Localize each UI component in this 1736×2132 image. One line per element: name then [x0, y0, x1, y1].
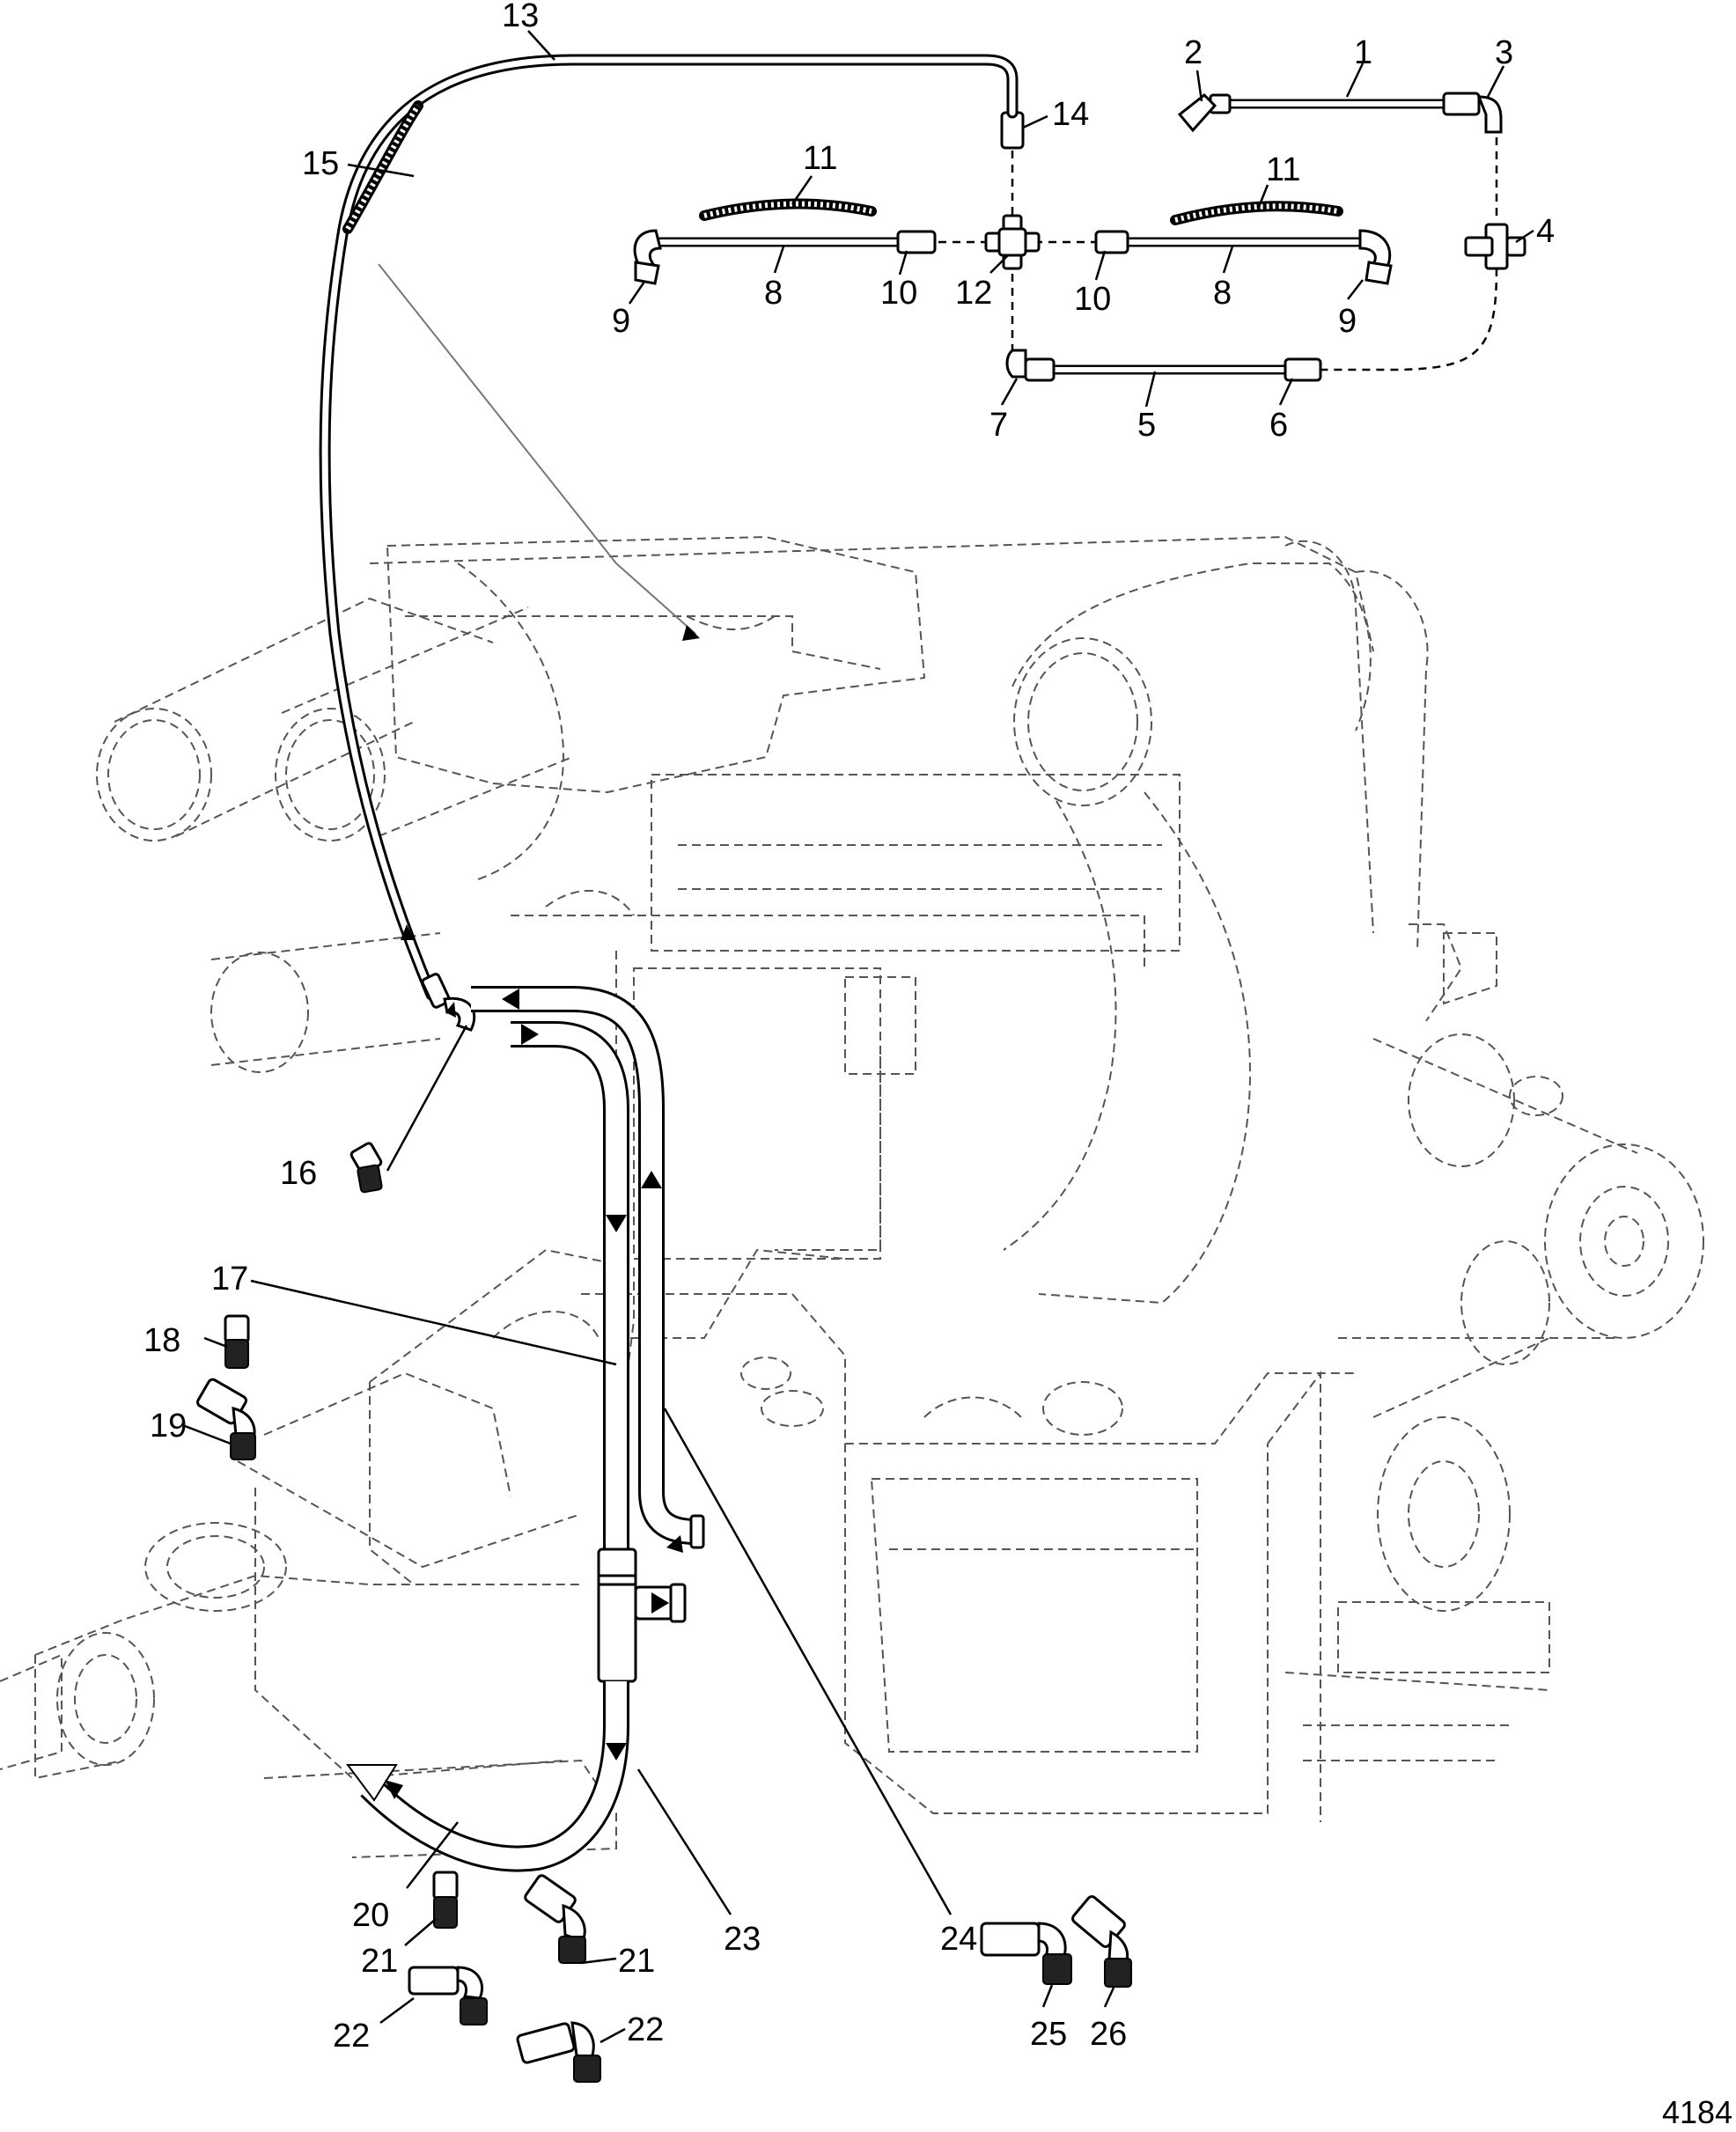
part-25-fitting [980, 1922, 1072, 1985]
part-10-fitting-right [1094, 230, 1129, 254]
pulleys [1284, 923, 1704, 1761]
callout-9-left: 9 [612, 303, 630, 340]
part-18-fitting [224, 1314, 250, 1369]
loose-fittings [196, 1142, 1132, 2083]
callout-17: 17 [211, 1261, 248, 1298]
part-9-elbow-left [634, 261, 660, 285]
callout-1: 1 [1354, 34, 1372, 71]
callout-5: 5 [1137, 407, 1156, 444]
part-8-tube-right [1094, 229, 1393, 285]
part-26-fitting [1071, 1895, 1132, 1988]
callout-22-right: 22 [627, 2011, 664, 2048]
callout-7: 7 [989, 407, 1008, 444]
callout-4: 4 [1536, 213, 1555, 250]
callout-26: 26 [1090, 2016, 1127, 2053]
callout-10-right: 10 [1074, 281, 1111, 318]
engine-block [511, 774, 1356, 1822]
callout-25: 25 [1030, 2016, 1067, 2053]
exhaust-pipes [96, 562, 573, 1073]
callout-3: 3 [1495, 34, 1513, 71]
callout-15: 15 [302, 145, 339, 182]
callout-12: 12 [955, 275, 992, 312]
figure-number: 4184 [1662, 2094, 1732, 2130]
callout-8-right: 8 [1213, 275, 1232, 312]
part-1-tube [1177, 92, 1503, 134]
part-19-fitting [196, 1378, 256, 1460]
callout-13: 13 [502, 0, 539, 34]
exhaust-elbow [1003, 540, 1429, 1305]
part-5-tube [1005, 349, 1322, 382]
hose-24 [471, 986, 705, 1553]
part-2-fitting [1177, 92, 1217, 133]
callout-21-left: 21 [361, 1943, 398, 1980]
leader-lines [184, 30, 1534, 2044]
callout-2: 2 [1184, 34, 1203, 71]
callout-9-right: 9 [1338, 303, 1357, 340]
hose-20 [346, 1681, 629, 1872]
part-22-fitting-left [408, 1966, 488, 2025]
engine-background [0, 263, 1704, 1858]
callout-8-left: 8 [764, 275, 783, 312]
part-6-fitting [1284, 357, 1322, 382]
callout-14: 14 [1052, 96, 1089, 133]
part-21-fitting-right [524, 1874, 586, 1964]
callout-22-left: 22 [333, 2018, 370, 2055]
callout-24: 24 [940, 1921, 977, 1958]
guide-line [378, 263, 696, 635]
part-21-fitting-left [432, 1871, 459, 1929]
marker-triangle [682, 625, 700, 641]
dash-4-6 [1316, 268, 1498, 371]
callout-16: 16 [280, 1155, 317, 1192]
callout-6: 6 [1269, 407, 1288, 444]
callout-20: 20 [352, 1897, 389, 1934]
top-tube-assembly [633, 92, 1526, 382]
part-10-fitting-left [896, 230, 937, 254]
callout-23: 23 [724, 1921, 761, 1958]
part-9-elbow-right [1365, 261, 1393, 285]
callout-labels: 1 2 3 4 5 6 7 8 8 9 9 10 10 11 11 12 13 … [143, 0, 1555, 2055]
intake-manifold [369, 535, 1374, 794]
callout-11-left: 11 [803, 140, 837, 177]
part-3-elbow [1442, 92, 1481, 116]
part-13-long-tube [319, 54, 1019, 1032]
part-12-cross [984, 214, 1041, 270]
part-22-fitting-right [516, 2021, 601, 2083]
part-8-tube-left [633, 229, 937, 285]
part-16-fitting [349, 1142, 383, 1194]
callout-10-left: 10 [880, 275, 917, 312]
callout-21-right: 21 [618, 1943, 655, 1980]
callout-11-right: 11 [1266, 151, 1300, 188]
callout-18: 18 [143, 1322, 180, 1359]
part-7-elbow [1005, 349, 1027, 379]
part-23-tee [597, 1548, 687, 1683]
part-4-tee [1464, 223, 1526, 270]
transmission [0, 1248, 846, 1858]
callout-19: 19 [150, 1408, 187, 1445]
